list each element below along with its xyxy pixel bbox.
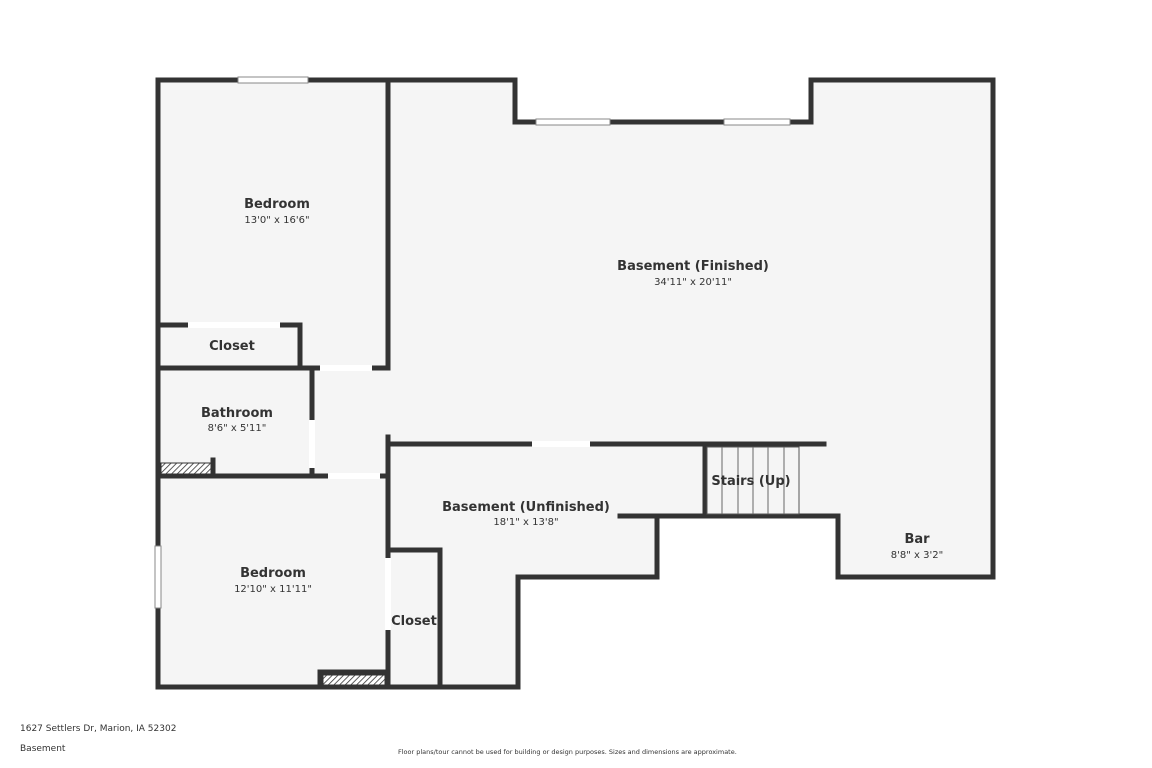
room-dims-bar: 8'8" x 3'2" [891, 550, 943, 561]
room-name-bedroom-bottom: Bedroom [240, 566, 306, 581]
room-name-bathroom: Bathroom [201, 406, 273, 421]
window-basement-left [535, 118, 611, 126]
utility-blocks [160, 462, 386, 686]
disclaimer-text: Floor plans/tour cannot be used for buil… [398, 748, 737, 756]
room-name-bar: Bar [904, 532, 930, 547]
property-address: 1627 Settlers Dr, Marion, IA 52302 [20, 724, 177, 734]
openings [154, 76, 791, 630]
exterior-wall [155, 77, 996, 690]
walls [155, 77, 996, 690]
door-bedroom-bottom [328, 473, 380, 479]
stairs [706, 446, 800, 515]
floor-level-label: Basement [20, 744, 66, 754]
window-bedroom-bottom [154, 545, 162, 609]
room-name-closet-top: Closet [209, 339, 255, 354]
room-dims-bedroom-bottom: 12'10" x 11'11" [234, 584, 312, 595]
room-labels: Bedroom 13'0" x 16'6" Basement (Finished… [201, 197, 943, 629]
room-name-basement-finished: Basement (Finished) [617, 259, 769, 274]
room-name-stairs: Stairs (Up) [711, 474, 790, 489]
hatched-block-bedroom [322, 674, 386, 686]
hatched-block-bathroom [160, 462, 212, 475]
door-unfinished [532, 441, 590, 447]
room-name-closet-bottom: Closet [391, 614, 437, 629]
door-closet-bottom [385, 558, 391, 630]
room-name-basement-unfinished: Basement (Unfinished) [442, 500, 610, 515]
window-basement-right [723, 118, 791, 126]
room-dims-bathroom: 8'6" x 5'11" [208, 423, 267, 434]
door-bedroom-top [320, 365, 372, 371]
floor-area [158, 80, 993, 687]
door-bathroom [309, 420, 315, 468]
room-dims-basement-finished: 34'11" x 20'11" [654, 277, 732, 288]
door-closet-top [188, 322, 280, 328]
room-name-bedroom-top: Bedroom [244, 197, 310, 212]
window-bedroom-top [237, 76, 309, 84]
room-dims-bedroom-top: 13'0" x 16'6" [244, 215, 309, 226]
room-dims-basement-unfinished: 18'1" x 13'8" [493, 517, 558, 528]
